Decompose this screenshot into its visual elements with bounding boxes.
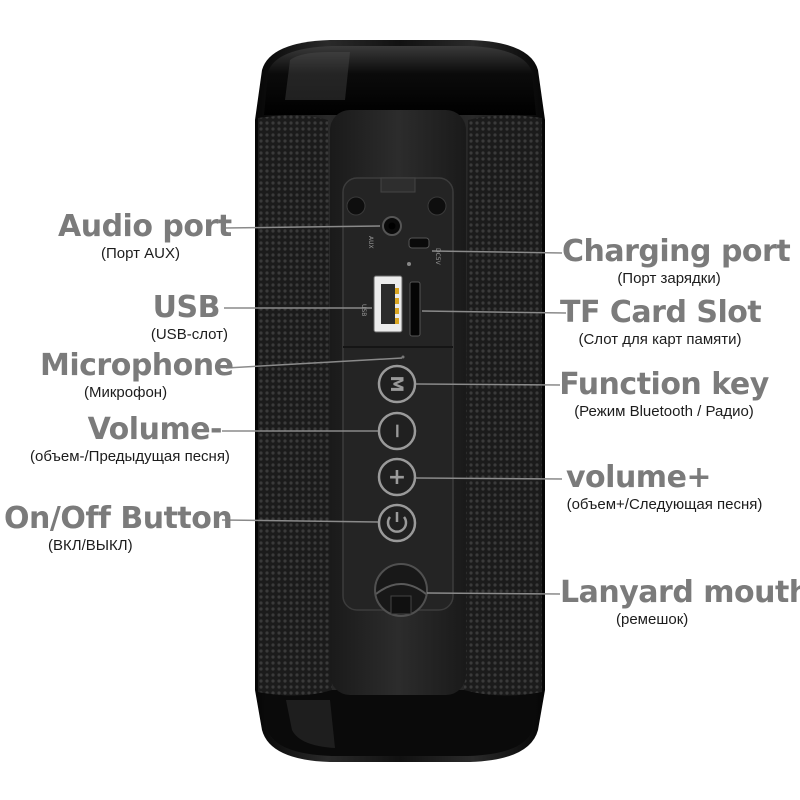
callout-function-key: Function key (Режим Bluetooth / Радио) <box>550 368 778 422</box>
leader-charging-port <box>431 250 563 254</box>
callout-volume-plus-title: volume+ <box>566 460 712 495</box>
callout-audio-port-title: Audio port <box>58 209 232 244</box>
callout-on-off-subtitle: (ВКЛ/ВЫКЛ) <box>48 537 133 554</box>
callout-usb-subtitle: (USB-слот) <box>150 326 228 343</box>
callout-lanyard-title: Lanyard mouth <box>560 575 800 610</box>
callout-volume-plus-subtitle: (объем+/Следующая песня) <box>566 496 763 513</box>
plus-button-glyph: + <box>388 465 406 490</box>
power-icon <box>386 516 408 533</box>
leader-tf-card <box>421 310 567 314</box>
callout-on-off: On/Off Button (ВКЛ/ВЫКЛ) <box>4 501 233 556</box>
power-button <box>377 503 417 543</box>
screw-left <box>346 196 366 216</box>
callout-lanyard: Lanyard mouth (ремешок) <box>560 575 800 630</box>
callout-volume-minus: Volume- (объем-/Предыдущая песня) <box>4 413 256 467</box>
leader-microphone <box>225 357 403 369</box>
lanyard-mouth <box>374 563 428 617</box>
leader-function-key <box>415 383 561 386</box>
callout-volume-minus-title: Volume- <box>87 412 223 447</box>
volume-plus-button <box>377 457 417 497</box>
leader-on-off <box>221 519 379 523</box>
volume-minus-button <box>377 411 417 451</box>
mode-button <box>377 364 417 404</box>
mode-button-glyph: M <box>386 376 406 393</box>
screw-right <box>427 196 447 216</box>
callout-function-key-subtitle: (Режим Bluetooth / Радио) <box>574 403 754 420</box>
dc5v-mark: DC5V <box>434 248 441 266</box>
callout-usb: USB (USB-слот) <box>128 291 240 345</box>
callout-tf-card: TF Card Slot (Слот для карт памяти) <box>560 295 762 350</box>
leader-lines <box>221 225 567 595</box>
right-fabric-grille <box>464 115 542 696</box>
callout-microphone-title: Microphone <box>40 348 234 383</box>
callout-volume-plus: volume+ (объем+/Следующая песня) <box>542 461 787 515</box>
callout-tf-card-title: TF Card Slot <box>560 295 762 330</box>
callout-lanyard-subtitle: (ремешок) <box>616 611 689 628</box>
bottom-cap <box>264 690 536 756</box>
aux-mark: AUX <box>367 236 374 249</box>
callout-audio-port: Audio port (Порт AUX) <box>58 209 232 264</box>
leader-audio-port <box>223 225 381 229</box>
microphone-hole <box>401 355 405 359</box>
callout-audio-port-subtitle: (Порт AUX) <box>100 245 180 262</box>
callout-usb-title: USB <box>152 290 221 325</box>
leader-lanyard <box>426 592 561 595</box>
callout-charging-port-title: Charging port <box>562 234 791 269</box>
callout-tf-card-subtitle: (Слот для карт памяти) <box>578 331 742 348</box>
top-cap <box>264 46 536 115</box>
callout-charging-port-subtitle: (Порт зарядки) <box>617 270 721 287</box>
usb-mark: USB <box>360 304 367 316</box>
tf-card-slot <box>409 281 421 337</box>
callout-on-off-title: On/Off Button <box>4 501 233 536</box>
minus-button-glyph: − <box>386 423 410 440</box>
callout-charging-port: Charging port (Порт зарядки) <box>562 234 791 289</box>
callout-function-key-title: Function key <box>559 367 769 402</box>
callout-microphone-subtitle: (Микрофон) <box>84 384 168 401</box>
leader-volume-plus <box>415 477 563 480</box>
callout-microphone: Microphone (Микрофон) <box>40 348 234 403</box>
left-fabric-grille <box>258 115 332 696</box>
charging-port <box>408 237 430 249</box>
callout-volume-minus-subtitle: (объем-/Предыдущая песня) <box>30 448 230 465</box>
